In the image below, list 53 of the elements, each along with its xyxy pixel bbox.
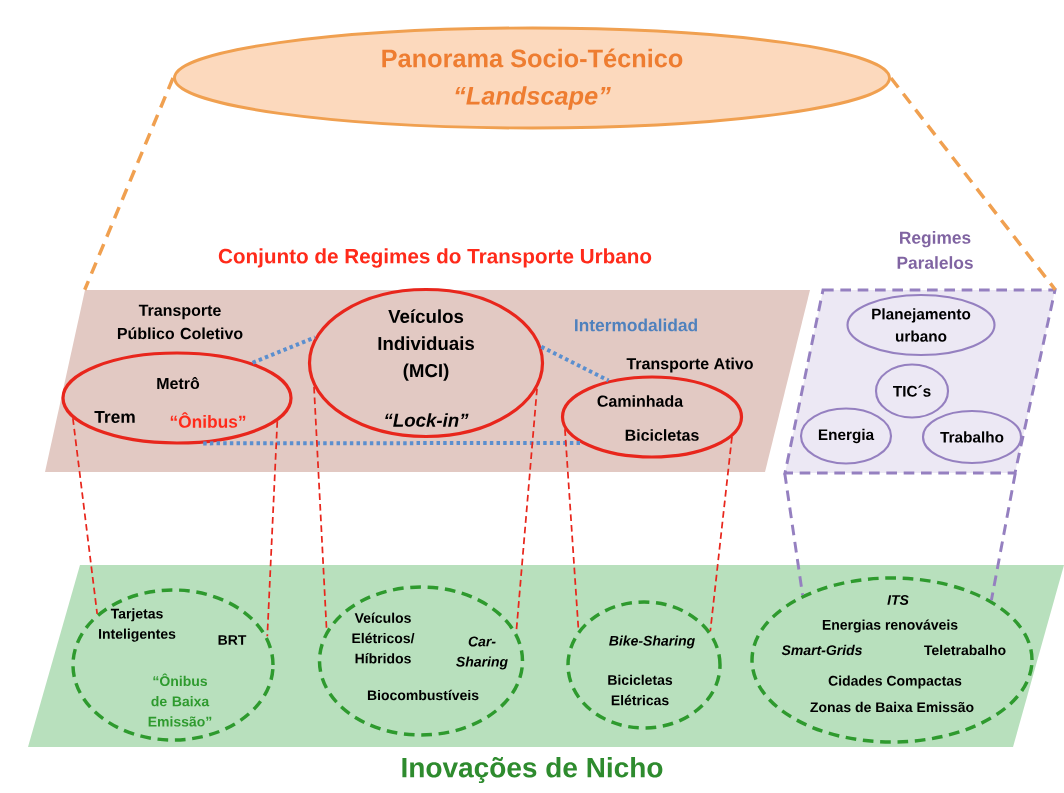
dashed-line [83,77,175,291]
dashed-line [709,436,733,633]
ellipse-label: “Ônibus de Baixa Emissão” [148,673,212,727]
ellipse-label: Veículos Elétricos/ Híbridos [352,612,415,664]
landscape-ellipse [173,26,891,130]
dashed-line [72,417,99,615]
ellipse-label: Caminhada [597,395,684,407]
niche-ellipse [750,576,1034,744]
ellipse-label: Biocombustíveis [367,689,479,701]
ellipse-label: “Lock-in” [385,413,469,427]
ellipse-label: “Ônibus” [170,412,246,428]
dashed-line [783,473,805,596]
niche-ellipse [566,600,722,730]
title-text: Panorama Socio-Técnico [382,48,683,68]
niche-ellipse [317,585,525,737]
side-label: Transporte Público Coletivo [117,304,243,340]
ellipse-label: Metrô [157,376,200,390]
dotted-line [540,345,610,383]
side-label: Transporte Ativo [626,357,753,373]
ellipse-label: Trem [94,410,135,424]
dotted-line [203,440,581,446]
annotation-label: Intermodalidad [575,318,697,332]
topic-ellipse [846,293,996,357]
box-heading: Regimes Paralelos [897,231,973,269]
ellipse-label: Tarjetas Inteligentes [99,608,176,642]
ellipse-label: Planejamento urbano [872,308,971,342]
ellipse-label: Cidades Compactas [828,675,962,689]
dashed-line [889,76,1057,291]
ellipse-label: Teletrabalho [924,644,1006,656]
ellipse-label: ITS [887,595,909,605]
ellipse-label: TIC´s [893,385,931,397]
dotted-line [251,335,316,365]
ellipse-label: Bicicletas [625,429,699,441]
ellipse-label: BRT [218,635,247,645]
ellipse-label: Smart-Grids [781,644,862,656]
ellipse-label: Bicicletas Elétricas [608,674,673,706]
ellipse-label: Trabalho [940,431,1004,443]
title-text: “Landscape” [455,86,611,110]
ellipse-label: Veículos Individuais (MCI) [378,309,474,381]
topic-ellipse [799,407,893,465]
ellipse-label: Bike-Sharing [609,635,695,649]
topic-ellipse [921,409,1023,465]
dashed-line [989,473,1017,601]
band-heading: Conjunto de Regimes do Transporte Urbano [218,248,652,268]
regime-ellipse [307,287,545,439]
ellipse-label: Energia [818,428,875,444]
dashed-line [266,420,279,638]
niche-ellipse [71,588,275,742]
band-heading: Inovações de Nicho [402,756,663,784]
ellipse-label: Zonas de Baixa Emissão [810,701,974,713]
ellipse-label: Car-Sharing [456,636,508,670]
topic-ellipse [874,363,950,419]
ellipse-label: Energias renováveis [822,619,958,633]
